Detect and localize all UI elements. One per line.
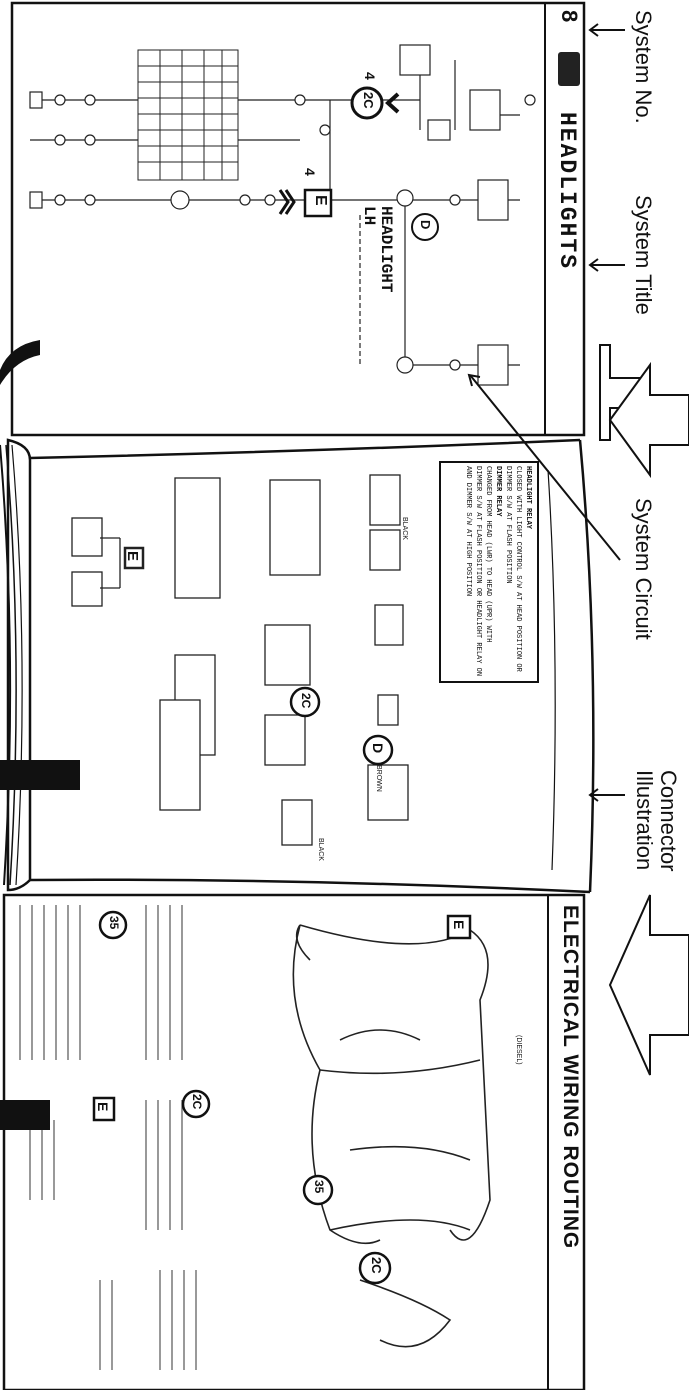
- system-title: HEADLIGHTS: [554, 112, 580, 271]
- binder-clips: [0, 340, 80, 1130]
- connector-code-d-circle-2: [362, 734, 394, 766]
- callout-connector-illustration: Connector Illustration: [632, 770, 681, 872]
- relay-description-box: [439, 461, 539, 683]
- code-4-top-b: 4: [362, 72, 378, 80]
- label-black-2: BLACK: [317, 838, 324, 861]
- connector-code-e-box: [278, 188, 333, 218]
- big-arrow-top: [608, 361, 689, 479]
- label-black-1: BLACK: [401, 517, 408, 540]
- callout-system-no: System No.: [631, 10, 656, 124]
- circuit-label: HEADLIGHT LH: [360, 206, 395, 293]
- wiring-harness-drawing: [292, 924, 491, 1348]
- connector-code-2c-circle: [350, 86, 400, 120]
- code-e-middle: E: [124, 551, 141, 562]
- big-arrow-2: [608, 894, 689, 1076]
- relay-box-text: HEADLIGHT RELAY CLOSED WITH LIGHT CONTRO…: [464, 466, 532, 677]
- code-2c-top: 2C: [361, 92, 376, 109]
- connector-code-e-box-legend: [92, 1096, 116, 1122]
- connector-code-35-circle-legend: [98, 910, 128, 940]
- connector-code-d-circle: [411, 213, 439, 241]
- callout-system-circuit: System Circuit: [631, 498, 656, 640]
- system-number-text: 8: [557, 10, 582, 23]
- circuit-components: [29, 44, 509, 386]
- callout-arrows: [467, 23, 689, 1076]
- wiring-routing-page: [2, 893, 586, 1390]
- parts-list: [19, 905, 197, 1370]
- circuit-nodes: [54, 94, 536, 374]
- connector-code-2c-circle-legend: [181, 1089, 211, 1119]
- code-35-routing: 35: [312, 1180, 326, 1194]
- connector-illustration-page: [0, 438, 595, 894]
- code-4-top-a: 4: [302, 168, 318, 176]
- connector-code-2c-circle-routing: [358, 1251, 392, 1285]
- code-e-legend: E: [95, 1102, 111, 1112]
- code-e-top: E: [312, 195, 329, 206]
- connector-diagrams: [71, 474, 409, 846]
- callout-system-title: System Title: [631, 195, 656, 315]
- label-brown: BROWN: [375, 765, 382, 792]
- routing-variant: (DIESEL): [515, 1035, 522, 1065]
- connector-code-2c-circle-2: [289, 686, 321, 718]
- connector-code-35-circle: [302, 1174, 334, 1206]
- junction-block-diagram: [137, 49, 239, 181]
- section-title: ELECTRICAL WIRING ROUTING: [559, 905, 582, 1250]
- code-2c-legend: 2C: [190, 1094, 204, 1110]
- code-2c-routing: 2C: [369, 1257, 384, 1274]
- code-e-routing: E: [451, 920, 467, 930]
- system-circuit-page: [10, 1, 586, 437]
- system-number: 8: [556, 10, 582, 22]
- system-icon: [558, 52, 580, 86]
- code-d-middle: D: [370, 743, 386, 754]
- code-d-top: D: [418, 220, 433, 230]
- code-2c-middle: 2C: [299, 693, 313, 709]
- connector-code-e-box-routing: [446, 914, 472, 940]
- code-35-legend: 35: [107, 916, 121, 930]
